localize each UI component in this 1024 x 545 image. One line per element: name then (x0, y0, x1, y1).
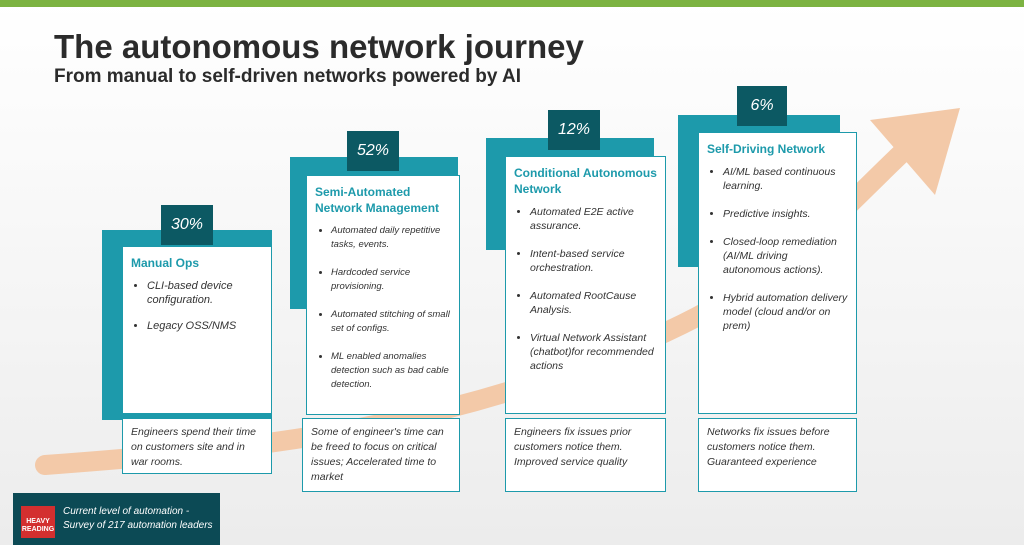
percent-badge: 6% (737, 86, 787, 126)
page-title: The autonomous network journey (54, 28, 584, 65)
bullet-item: Automated stitching of small set of conf… (331, 308, 451, 336)
bullet-item: Predictive insights. (723, 207, 848, 221)
bullet-item: Automated daily repetitive tasks, events… (331, 224, 451, 252)
stage-card: Manual Ops CLI-based device configuratio… (122, 246, 272, 414)
top-accent-bar (0, 0, 1024, 7)
bullet-list: Automated daily repetitive tasks, events… (315, 224, 451, 392)
stage-card: Self-Driving Network AI/ML based continu… (698, 132, 857, 414)
bullet-item: Intent-based service orchestration. (530, 247, 657, 275)
source-legend: HEAVY READING Current level of automatio… (13, 493, 220, 545)
legend-text: Current level of automation - Survey of … (63, 505, 213, 533)
percent-badge: 52% (347, 131, 399, 171)
outcome-box: Engineers fix issues prior customers not… (505, 418, 666, 492)
bullet-item: Hybrid automation delivery model (cloud … (723, 291, 848, 333)
bullet-list: CLI-based device configuration. Legacy O… (131, 279, 263, 333)
stage-title: Semi-Automated Network Management (315, 185, 440, 215)
stage-title: Conditional Autonomous Network (514, 166, 657, 196)
stage-card: Conditional Autonomous Network Automated… (505, 156, 666, 414)
bullet-item: Virtual Network Assistant (chatbot)for r… (530, 331, 657, 373)
bullet-item: Legacy OSS/NMS (147, 319, 263, 333)
stage-card: Semi-Automated Network Management Automa… (306, 175, 460, 415)
stage-title: Self-Driving Network (707, 142, 826, 156)
outcome-box: Engineers spend their time on customers … (122, 418, 272, 474)
bullet-item: CLI-based device configuration. (147, 279, 263, 307)
outcome-box: Networks fix issues before customers not… (698, 418, 857, 492)
legend-line-2: Survey of 217 automation leaders (63, 520, 213, 531)
bullet-item: Automated RootCause Analysis. (530, 289, 657, 317)
heavy-reading-logo: HEAVY READING (21, 506, 55, 538)
bullet-item: Automated E2E active assurance. (530, 205, 657, 233)
bullet-item: ML enabled anomalies detection such as b… (331, 350, 451, 392)
stage-title: Manual Ops (131, 256, 200, 270)
percent-badge: 12% (548, 110, 600, 150)
legend-line-1: Current level of automation - (63, 506, 190, 517)
outcome-box: Some of engineer's time can be freed to … (302, 418, 460, 492)
page-subtitle: From manual to self-driven networks powe… (54, 66, 521, 87)
bullet-item: Hardcoded service provisioning. (331, 266, 451, 294)
bullet-item: Closed-loop remediation (AI/ML driving a… (723, 235, 848, 277)
bullet-list: AI/ML based continuous learning. Predict… (707, 165, 848, 333)
percent-badge: 30% (161, 205, 213, 245)
bullet-item: AI/ML based continuous learning. (723, 165, 848, 193)
bullet-list: Automated E2E active assurance. Intent-b… (514, 205, 657, 373)
